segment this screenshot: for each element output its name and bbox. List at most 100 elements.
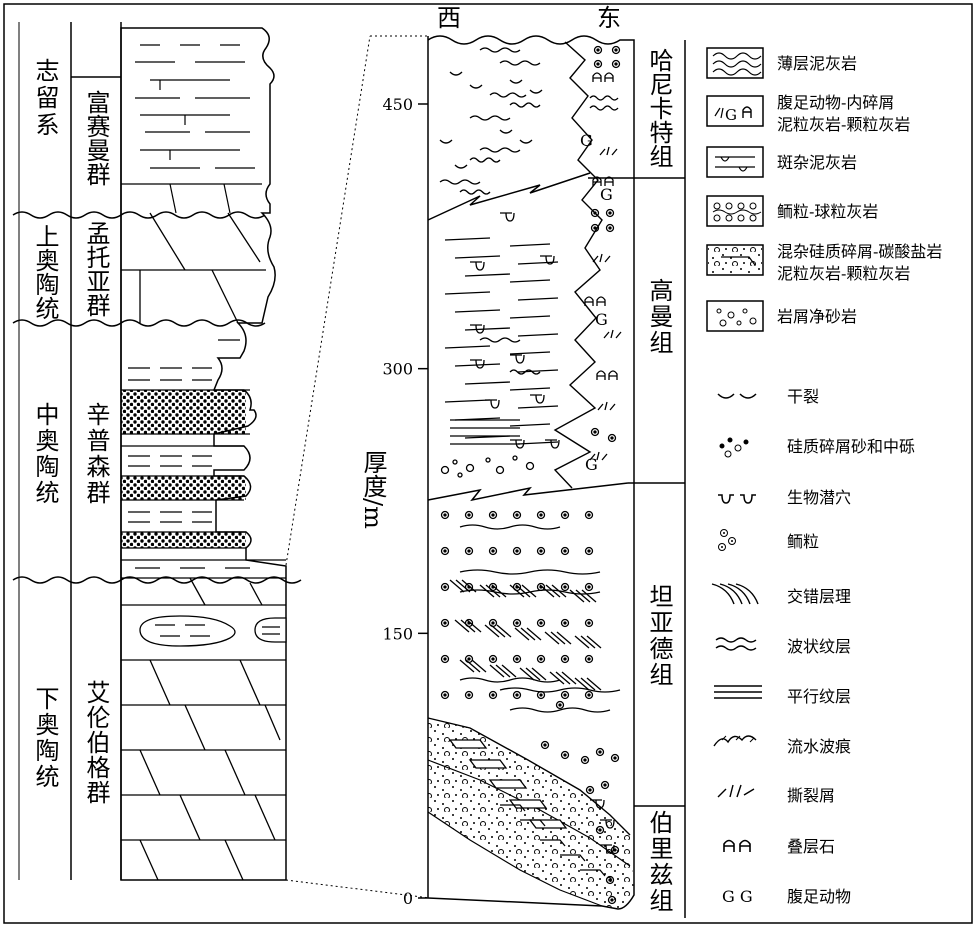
- ooid-mark: [512, 510, 522, 520]
- legend-lith-mixed-siliciclastic: [706, 244, 764, 276]
- stromatolite-mark: [596, 296, 606, 306]
- lower-ordovician-dolostone: [121, 577, 287, 881]
- section-outline: [427, 35, 635, 910]
- ooid-mark: [595, 825, 605, 835]
- mudcrack-mark: [499, 129, 513, 134]
- cross-bed-mark: [531, 667, 547, 681]
- cross-bed-mark: [549, 671, 565, 685]
- cross-bed-mark: [586, 635, 602, 649]
- gravel-mark: [452, 459, 458, 465]
- mudcrack-mark: [469, 84, 483, 89]
- gastropod-mark: G: [585, 455, 598, 474]
- ooid-mark: [584, 654, 594, 664]
- cross-bed-mark: [490, 624, 506, 638]
- cross-bed-mark: [461, 579, 477, 593]
- mudcrack-mark: [509, 79, 523, 84]
- wavy-mark: [509, 369, 541, 375]
- gravel-mark: [495, 465, 505, 475]
- connector-line-bottom: [285, 879, 431, 899]
- cross-bed-mark: [580, 635, 596, 649]
- ooid-mark: [560, 690, 570, 700]
- burrow-mark: [540, 255, 555, 265]
- mudcrack-mark: [439, 139, 453, 144]
- legend-struct-current-ripple: 流水波痕: [713, 735, 851, 756]
- wavy-mark: [479, 147, 521, 153]
- lamina-mark: [464, 327, 511, 331]
- ooid-mark: [536, 546, 546, 556]
- wavy-mark: [589, 95, 619, 101]
- gravel-mark: [465, 463, 475, 473]
- direction-east: 东: [597, 4, 621, 32]
- stromatolite-mark: [604, 176, 614, 186]
- formation-label-gorman: 高曼组: [645, 278, 673, 356]
- cross-bed-mark: [515, 584, 531, 598]
- cross-bed-mark: [466, 619, 482, 633]
- cross-bed-mark: [526, 627, 542, 641]
- burrow-mark: [590, 799, 605, 809]
- stromatolite-mark: [608, 370, 618, 380]
- legend-struct-stromatolite: 叠层石: [723, 837, 835, 856]
- cross-bed-mark: [489, 664, 505, 678]
- system-label-silurian: 志留系: [31, 58, 59, 139]
- ooid-mark: [611, 59, 621, 69]
- legend-lith-label: 泥粒灰岩-颗粒灰岩: [777, 264, 910, 283]
- silurian-mudstone-pattern: [121, 44, 262, 214]
- ooid-mark: [595, 747, 605, 757]
- ooid-mark: [440, 654, 450, 664]
- ooid-mark: [607, 433, 617, 443]
- wavy-mark: [439, 179, 481, 185]
- legend-lith-label: 腹足动物-内碎屑: [777, 93, 894, 112]
- ooid-mark: [464, 510, 474, 520]
- burrow-mark: [470, 261, 485, 271]
- cross-bed-mark: [561, 671, 577, 685]
- middle-ordovician-interbeds: [121, 339, 286, 579]
- ooid-mark: [440, 546, 450, 556]
- ooid-mark: [512, 654, 522, 664]
- lamina-mark: [464, 381, 511, 385]
- cross-bed-mark: [509, 584, 525, 598]
- legend-lith-label: 斑杂泥灰岩: [777, 153, 857, 172]
- axis-tick-label: 150: [382, 624, 413, 643]
- cross-bed-mark: [471, 659, 487, 673]
- wavy-mark: [499, 687, 621, 693]
- formation-boundary: [427, 172, 591, 221]
- column-outline: [120, 27, 287, 881]
- ooid-mark: [464, 690, 474, 700]
- ooid-mark: [560, 654, 570, 664]
- wavy-mark: [499, 60, 541, 66]
- ooid-mark: [584, 546, 594, 556]
- unconformity-line: [12, 211, 266, 219]
- cross-bed-mark: [575, 589, 591, 603]
- gastropod-glyph: G G: [722, 887, 753, 906]
- system-label-middle-ordovician: 中奥陶统: [31, 402, 59, 506]
- lamina-mark: [517, 333, 559, 337]
- legend-struct-burrows: 生物潜穴: [718, 488, 851, 507]
- ooid-mark: [584, 618, 594, 628]
- ooid-mark: [585, 785, 595, 795]
- ooid-mark: [607, 895, 617, 905]
- lamina-mark: [444, 291, 491, 295]
- legend-struct-label: 流水波痕: [787, 737, 851, 756]
- cross-bed-mark: [455, 579, 471, 593]
- stromatolite-mark: [592, 72, 602, 82]
- ooid-mark: [590, 208, 600, 218]
- stromatolite-mark: [604, 72, 614, 82]
- gastropod-mark: G: [595, 310, 608, 329]
- lamina-mark: [454, 255, 501, 259]
- ripup-mark: [592, 253, 611, 263]
- ooid-mark: [440, 510, 450, 520]
- lamina-mark: [517, 369, 559, 373]
- thickness-axis-label: 厚度/m: [359, 450, 387, 529]
- ooid-mark: [536, 510, 546, 520]
- legend-lithology: 薄层泥灰岩G腹足动物-内碎屑泥粒灰岩-颗粒灰岩斑杂泥灰岩鲕粒-球粒灰岩混杂硅质碎…: [706, 47, 942, 332]
- legend-struct-ooids: 鲕粒: [718, 529, 819, 551]
- ooid-mark: [488, 654, 498, 664]
- ooid-mark: [611, 45, 621, 55]
- ooid-mark: [593, 59, 603, 69]
- wavy-mark: [589, 105, 619, 111]
- ooid-mark: [584, 510, 594, 520]
- mudcrack-mark: [519, 139, 533, 144]
- wavy-mark: [459, 189, 491, 195]
- cross-bed-mark: [555, 671, 571, 685]
